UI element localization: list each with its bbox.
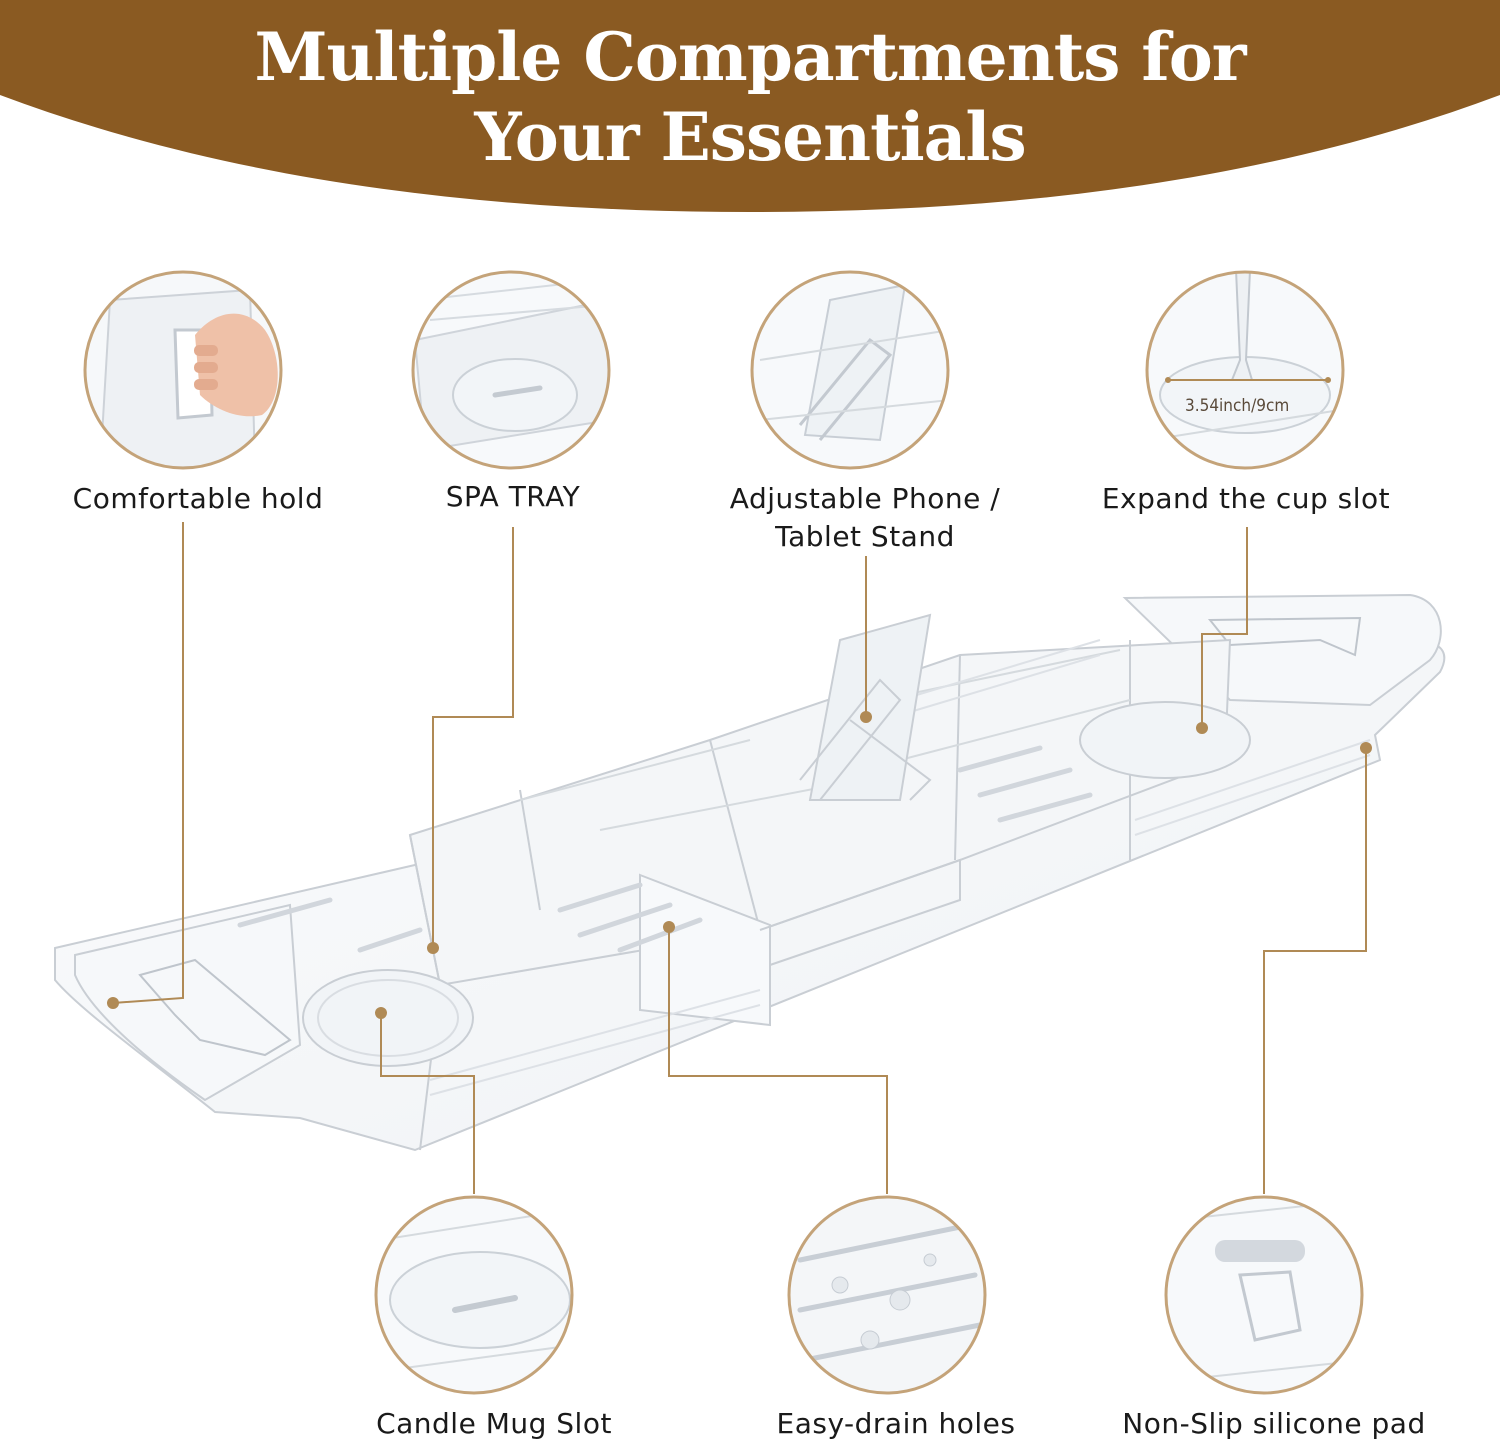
- cup-slot-measurement: 3.54inch/9cm: [1185, 396, 1290, 416]
- label-candle-mug-slot: Candle Mug Slot: [376, 1407, 612, 1440]
- headline-line-2: Your Essentials: [474, 98, 1026, 176]
- header-banner: [0, 0, 1500, 212]
- label-phone-stand-line-2: Tablet Stand: [775, 520, 955, 553]
- label-cup-slot: Expand the cup slot: [1101, 482, 1391, 515]
- label-non-slip-pad: Non-Slip silicone pad: [1122, 1407, 1426, 1440]
- headline-line-1: Multiple Compartments for: [254, 18, 1246, 96]
- label-easy-drain-holes: Easy-drain holes: [776, 1407, 1016, 1440]
- label-spa-tray: SPA TRAY: [445, 480, 581, 513]
- label-comfortable-hold: Comfortable hold: [72, 482, 324, 515]
- label-phone-stand-line-1: Adjustable Phone /: [729, 482, 1001, 515]
- bathtub-tray: [54, 593, 1446, 1152]
